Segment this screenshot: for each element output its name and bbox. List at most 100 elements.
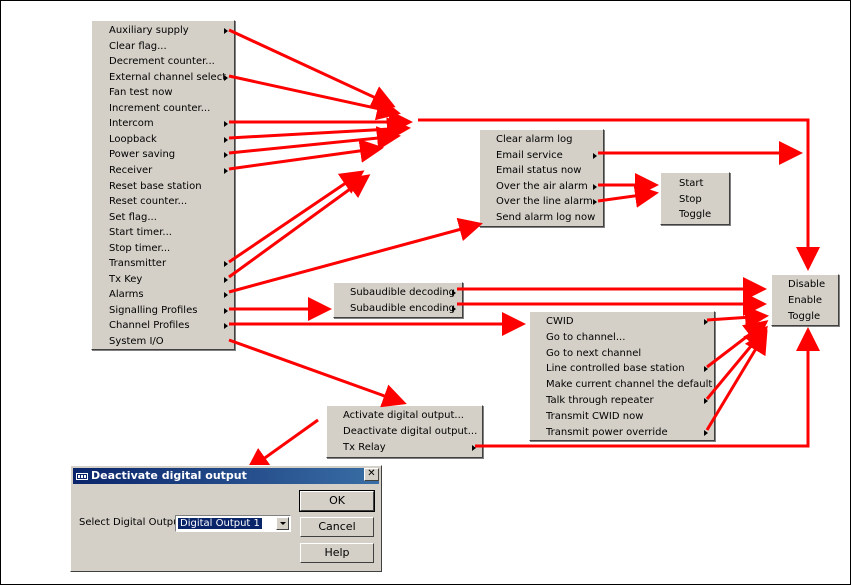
sysio-menu-item-1[interactable]: Deactivate digital output... (327, 424, 482, 439)
signalling-item-label: Subaudible decoding (350, 287, 456, 298)
channel-menu-item-0[interactable]: CWID (530, 314, 714, 329)
channel-menu-item-3[interactable]: Line controlled base station (530, 361, 714, 376)
alarms-menu-item-label: Clear alarm log (496, 134, 573, 145)
main-menu-item-18[interactable]: Signalling Profiles (92, 303, 234, 318)
main-menu-item-17[interactable]: Alarms (92, 287, 234, 302)
main-menu-item-0[interactable]: Auxiliary supply (92, 23, 234, 38)
state-item-label: Disable (788, 279, 826, 290)
alarm-action-item-1[interactable]: Stop (661, 192, 729, 207)
main-menu-item-1[interactable]: Clear flag... (92, 39, 234, 54)
cancel-button[interactable]: Cancel (300, 517, 374, 537)
dialog-title-bar: Deactivate digital output (73, 468, 379, 484)
channel-menu-item-2[interactable]: Go to next channel (530, 346, 714, 361)
dropdown-button[interactable] (276, 517, 289, 530)
arrow-to-state-4 (228, 126, 401, 155)
state-item-0[interactable]: Disable (772, 277, 838, 292)
arrow-system-io (228, 338, 407, 408)
alarms-menu-item-label: Email status now (496, 165, 582, 176)
help-button[interactable]: Help (300, 543, 374, 563)
sysio-menu-item-2[interactable]: Tx Relay (327, 440, 482, 455)
alarms-menu-item-1[interactable]: Email service (480, 148, 603, 163)
channel-menu-item-1[interactable]: Go to channel... (530, 330, 714, 345)
alarms-menu-item-3[interactable]: Over the air alarm (480, 179, 603, 194)
arrow-power-override (705, 329, 768, 431)
arrow-alarms (228, 217, 483, 294)
main-menu-item-3[interactable]: External channel select (92, 70, 234, 85)
main-menu-item-label: Reset base station (109, 180, 202, 192)
main-menu-item-15[interactable]: Transmitter (92, 256, 234, 271)
channel-menu-item-label: Line controlled base station (546, 363, 685, 375)
main-menu-item-label: Decrement counter... (109, 56, 215, 68)
alarm-action-item-2[interactable]: Toggle (661, 207, 729, 222)
alarms-menu-item-2[interactable]: Email status now (480, 163, 603, 178)
app-icon (76, 473, 88, 480)
submenu-arrow-icon (224, 292, 228, 299)
main-menu-item-6[interactable]: Intercom (92, 116, 234, 131)
signalling-item-1[interactable]: Subaudible encoding (334, 301, 462, 316)
submenu-arrow-icon (704, 319, 708, 325)
main-menu-item-9[interactable]: Receiver (92, 163, 234, 178)
main-menu-item-20[interactable]: System I/O (92, 334, 234, 349)
submenu-arrow-icon (224, 28, 228, 34)
sysio-menu-item-label: Tx Relay (343, 442, 386, 453)
main-menu-item-label: Clear flag... (109, 40, 167, 52)
channel-menu-item-7[interactable]: Transmit power override (530, 425, 714, 440)
ok-button[interactable]: OK (299, 490, 375, 512)
alarm-action-item-label: Toggle (679, 209, 712, 220)
main-menu-item-label: Transmitter (109, 258, 167, 270)
alarm-action-item-0[interactable]: Start (661, 176, 729, 191)
state-item-label: Toggle (788, 311, 821, 322)
system-io-submenu: Activate digital output... Deactivate dig… (326, 405, 483, 458)
arrow-to-dialog (245, 418, 319, 472)
main-menu-item-8[interactable]: Power saving (92, 147, 234, 162)
channel-menu-item-label: Go to next channel (546, 347, 642, 359)
state-item-label: Enable (788, 295, 823, 306)
main-menu-item-14[interactable]: Stop timer... (92, 241, 234, 256)
channel-menu-item-6[interactable]: Transmit CWID now (530, 409, 714, 424)
main-menu-item-label: Stop timer... (109, 242, 171, 254)
channel-menu-item-4[interactable]: Make current channel the default (530, 377, 714, 392)
alarms-menu-item-label: Email service (496, 149, 563, 161)
submenu-arrow-icon (224, 261, 228, 268)
channel-menu-item-5[interactable]: Talk through repeater (530, 393, 714, 408)
submenu-arrow-icon (704, 366, 708, 373)
main-menu-item-10[interactable]: Reset base station (92, 179, 234, 194)
main-menu-item-label: System I/O (109, 336, 164, 347)
main-menu-item-2[interactable]: Decrement counter... (92, 54, 234, 69)
main-menu-item-5[interactable]: Increment counter... (92, 101, 234, 116)
main-menu-item-label: Increment counter... (109, 102, 211, 114)
alarms-menu-item-label: Over the air alarm (496, 180, 588, 192)
main-menu-item-19[interactable]: Channel Profiles (92, 318, 234, 333)
main-menu-item-12[interactable]: Set flag... (92, 210, 234, 225)
channel-menu-item-label: Talk through repeater (546, 395, 654, 406)
main-menu-item-13[interactable]: Start timer... (92, 225, 234, 240)
main-menu-item-label: Auxiliary supply (109, 25, 189, 36)
alarms-menu-item-4[interactable]: Over the line alarm (480, 194, 603, 209)
main-menu-item-11[interactable]: Reset counter... (92, 194, 234, 209)
arrow-over-line (597, 183, 659, 208)
submenu-arrow-icon (224, 307, 228, 314)
signalling-item-0[interactable]: Subaudible decoding (334, 285, 462, 300)
state-item-2[interactable]: Toggle (772, 309, 838, 324)
main-menu-item-16[interactable]: Tx Key (92, 272, 234, 287)
arrow-cwid (706, 305, 769, 330)
sysio-menu-item-label: Deactivate digital output... (343, 426, 478, 437)
main-menu-item-7[interactable]: Loopback (92, 132, 234, 147)
alarms-menu-item-0[interactable]: Clear alarm log (480, 132, 603, 147)
state-item-1[interactable]: Enable (772, 293, 838, 308)
sysio-menu-item-0[interactable]: Activate digital output... (327, 408, 482, 423)
submenu-arrow-icon (472, 445, 476, 451)
main-menu-item-label: Power saving (109, 149, 176, 161)
submenu-arrow-icon (452, 290, 456, 296)
digital-output-select[interactable]: Digital Output 1 (175, 515, 291, 532)
chevron-down-icon (280, 522, 286, 525)
alarms-menu-item-5[interactable]: Send alarm log now (480, 210, 603, 225)
main-menu-item-4[interactable]: Fan test now (92, 85, 234, 100)
alarm-action-item-label: Stop (679, 193, 702, 205)
close-button[interactable]: ✕ (364, 468, 379, 481)
